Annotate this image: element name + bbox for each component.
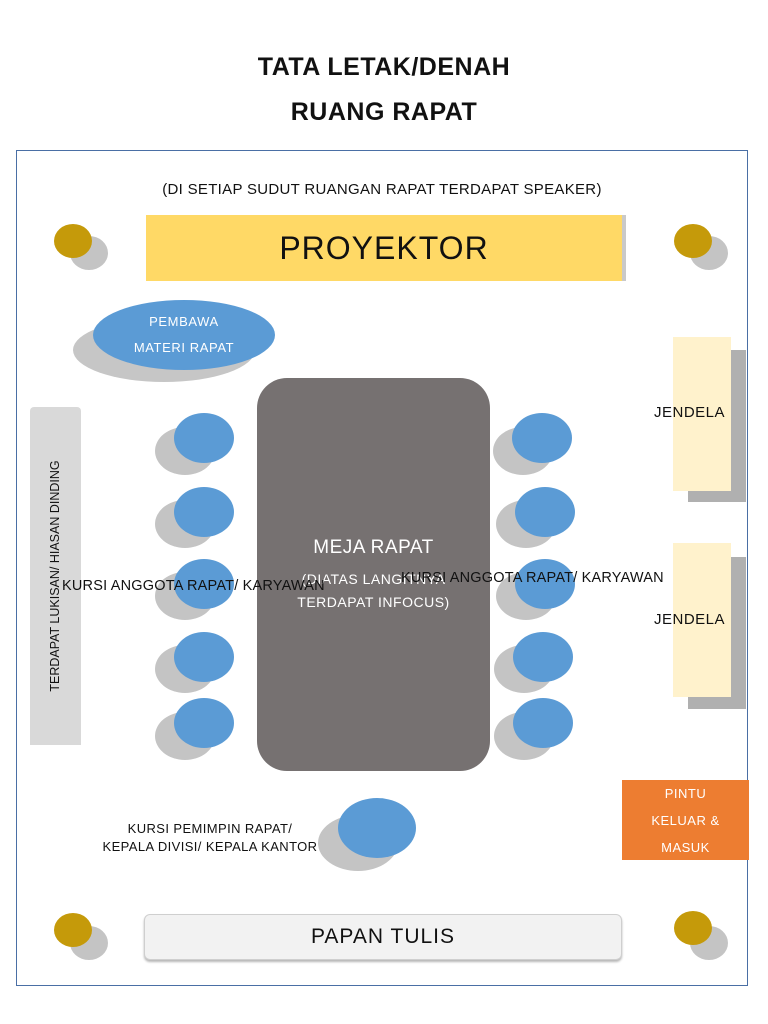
chair-right-2 (515, 487, 575, 537)
page-subtitle: RUANG RAPAT (290, 98, 478, 126)
door-label-line3: MASUK (661, 839, 710, 855)
speaker-bottom-right (674, 911, 712, 945)
window-top-label: JENDELA (654, 404, 726, 421)
whiteboard: PAPAN TULIS (144, 914, 622, 960)
chair-left-3 (174, 559, 234, 609)
table-note-line2: TERDAPAT INFOCUS) (297, 594, 450, 610)
door-label-line1: PINTU (664, 785, 707, 801)
chair-right-3 (515, 559, 575, 609)
chair-left-4 (174, 632, 234, 682)
room-outline (16, 150, 748, 986)
chairs-right-label: KURSI ANGGOTA RAPAT/ KARYAWAN (401, 570, 664, 586)
presenter-label-line1: PEMBAWA (149, 314, 219, 329)
speaker-top-right (674, 224, 712, 258)
chair-left-2 (174, 487, 234, 537)
chairs-left-label: KURSI ANGGOTA RAPAT/ KARYAWAN (62, 578, 325, 594)
leader-label-line1: KURSI PEMIMPIN RAPAT/ (127, 821, 293, 836)
leader-chair (338, 798, 416, 858)
chair-right-1 (512, 413, 572, 463)
speaker-bottom-left (54, 913, 92, 947)
presenter-seat: PEMBAWA MATERI RAPAT (93, 300, 275, 370)
page-title: TATA LETAK/DENAH (257, 53, 511, 81)
window-top (673, 337, 731, 491)
wall-decoration-label: TERDAPAT LUKISAN/ HIASAN DINDING (48, 460, 62, 692)
window-bottom-label: JENDELA (654, 611, 726, 628)
chair-left-1 (174, 413, 234, 463)
meeting-table (257, 378, 490, 771)
presenter-label-line2: MATERI RAPAT (133, 340, 235, 355)
table-note-line1: (DIATAS LANGITNYA (301, 571, 446, 587)
door-label-line2: KELUAR & (651, 812, 720, 828)
chair-right-5 (513, 698, 573, 748)
speaker-note: (DI SETIAP SUDUT RUANGAN RAPAT TERDAPAT … (162, 181, 602, 198)
meeting-table-label: MEJA RAPAT (313, 537, 434, 558)
entrance-door: PINTU KELUAR & MASUK (622, 780, 749, 860)
chair-left-5 (174, 698, 234, 748)
speaker-top-left (54, 224, 92, 258)
window-bottom (673, 543, 731, 697)
projector-screen: PROYEKTOR (146, 215, 622, 281)
chair-right-4 (513, 632, 573, 682)
leader-label-line2: KEPALA DIVISI/ KEPALA KANTOR (102, 839, 318, 854)
wall-decoration (30, 407, 81, 745)
